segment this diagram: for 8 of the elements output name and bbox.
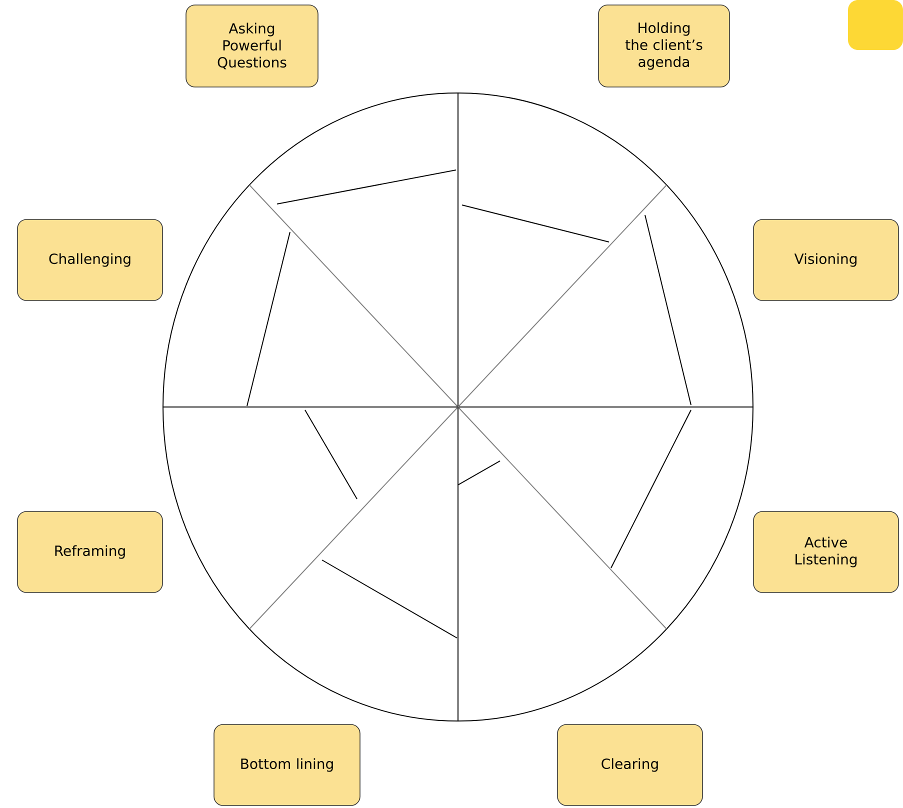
label-box: Bottom lining (214, 724, 360, 806)
label-box: Clearing (557, 724, 703, 806)
label-box: Visioning (753, 219, 899, 301)
label-box: Holding the client’s agenda (598, 4, 730, 88)
label-box: Challenging (17, 219, 163, 301)
label-box: Asking Powerful Questions (186, 4, 318, 88)
label-box: Reframing (17, 511, 163, 593)
label-box: Active Listening (753, 511, 899, 593)
